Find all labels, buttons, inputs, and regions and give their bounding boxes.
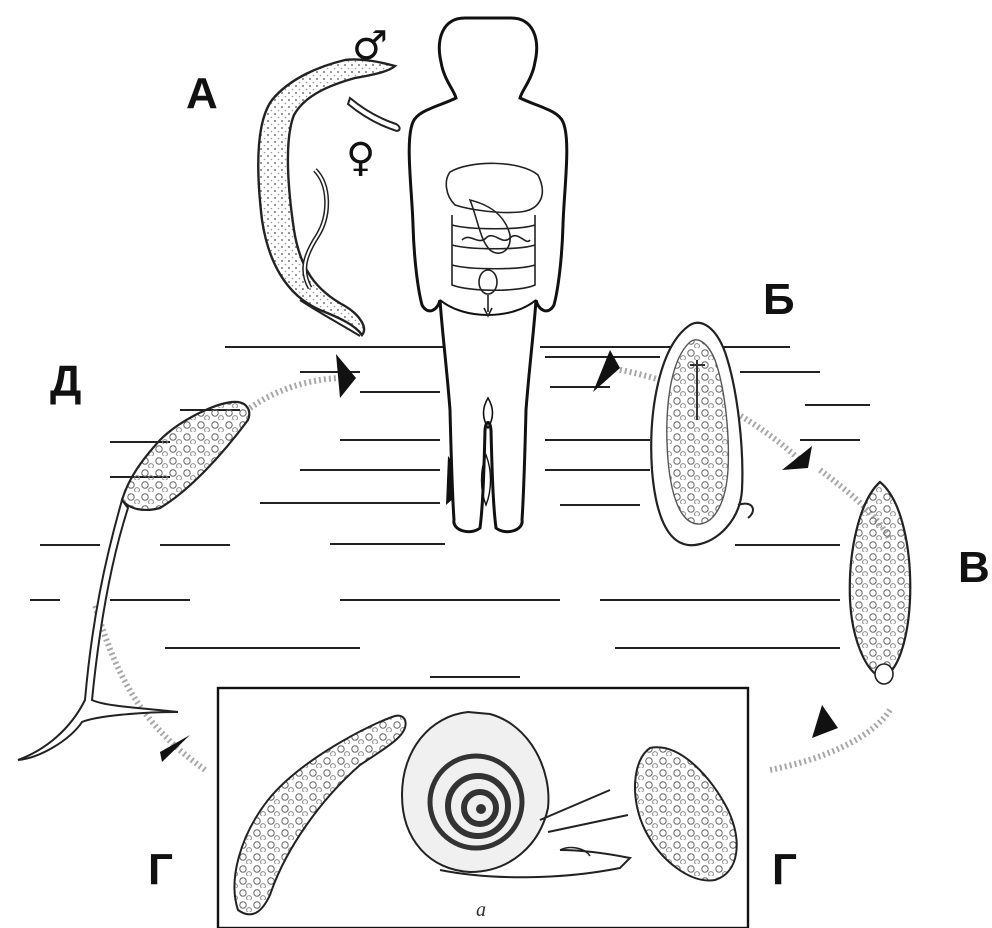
egg [651,323,753,545]
label-egg: Б [763,278,795,322]
label-adults: А [186,72,218,116]
arrow-to-miracidium [782,446,812,470]
human-figure [409,18,567,532]
label-cercaria: Д [50,360,81,404]
miracidium [850,482,910,684]
male-symbol: ♂ [352,26,388,66]
arrow-to-human [336,354,356,398]
label-miracidium: В [958,546,990,590]
adult-worms [258,59,399,336]
label-sporocyst-right: Г [772,848,797,892]
arrow-to-snail [812,705,838,738]
female-symbol: ♀ [346,138,375,178]
inset-caption: a [476,900,486,920]
cercaria [18,402,249,760]
label-sporocyst-left: Г [148,848,173,892]
